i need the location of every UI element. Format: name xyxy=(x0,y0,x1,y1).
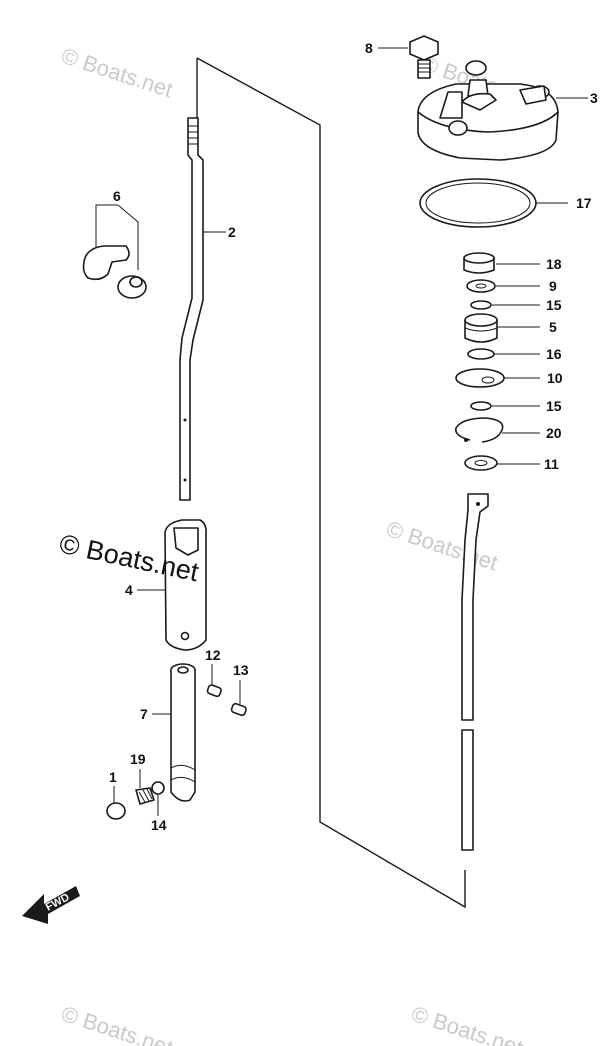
shift-rod xyxy=(179,117,204,501)
seal xyxy=(464,313,498,343)
watermark-top-left: © Boats.net xyxy=(58,43,175,102)
o-ring-15-upper xyxy=(470,300,492,310)
washer-11 xyxy=(464,455,498,471)
shift-housing xyxy=(417,60,559,161)
callout-1: 1 xyxy=(109,769,117,785)
callout-15-upper: 15 xyxy=(546,297,562,313)
watermark-mid-right: © Boats.net xyxy=(383,516,500,575)
washer-10 xyxy=(455,368,505,388)
callout-9: 9 xyxy=(549,278,557,294)
callout-14: 14 xyxy=(151,817,167,833)
upper-shift-shaft xyxy=(164,519,207,651)
pin-12 xyxy=(206,684,222,698)
pin-13 xyxy=(230,702,247,717)
o-ring-15-lower xyxy=(470,401,492,411)
callout-2: 2 xyxy=(228,224,236,240)
callout-16: 16 xyxy=(546,346,562,362)
fwd-arrow-icon: FWD xyxy=(22,886,80,924)
o-ring-large xyxy=(419,178,537,228)
callout-6: 6 xyxy=(113,188,121,204)
callout-11: 11 xyxy=(544,456,559,472)
plug xyxy=(106,802,126,820)
callout-20: 20 xyxy=(546,425,562,441)
o-ring-16 xyxy=(467,348,495,360)
callout-7: 7 xyxy=(140,706,148,722)
bushing xyxy=(463,252,495,274)
lower-shift-shaft xyxy=(170,663,196,802)
fwd-label: FWD xyxy=(44,891,72,913)
callout-19: 19 xyxy=(130,751,146,767)
callout-17: 17 xyxy=(576,195,592,211)
callout-12: 12 xyxy=(205,647,221,663)
callout-18: 18 xyxy=(546,256,562,272)
shift-link-rod xyxy=(461,493,489,851)
rod-clip xyxy=(82,204,147,299)
detent-spring xyxy=(135,787,155,805)
callout-5: 5 xyxy=(549,319,557,335)
callout-4: 4 xyxy=(125,582,133,598)
bolt xyxy=(409,35,439,79)
watermark-bottom-left: © Boats.net xyxy=(58,1001,175,1046)
callout-15-lower: 15 xyxy=(546,398,562,414)
assembly-frame xyxy=(196,57,466,909)
washer-9 xyxy=(466,279,496,293)
leader-lines xyxy=(113,47,588,816)
callout-13: 13 xyxy=(233,662,249,678)
callout-10: 10 xyxy=(547,370,563,386)
callout-3: 3 xyxy=(590,90,598,106)
detent-ball xyxy=(151,781,165,795)
watermark-bottom-right: © Boats.net xyxy=(408,1001,525,1046)
o-ring-large-inner xyxy=(425,182,531,224)
callout-labels: 1 2 3 4 5 6 7 8 9 10 11 12 13 14 15 15 1… xyxy=(109,40,598,833)
circlip xyxy=(454,417,504,443)
callout-8: 8 xyxy=(365,40,373,56)
